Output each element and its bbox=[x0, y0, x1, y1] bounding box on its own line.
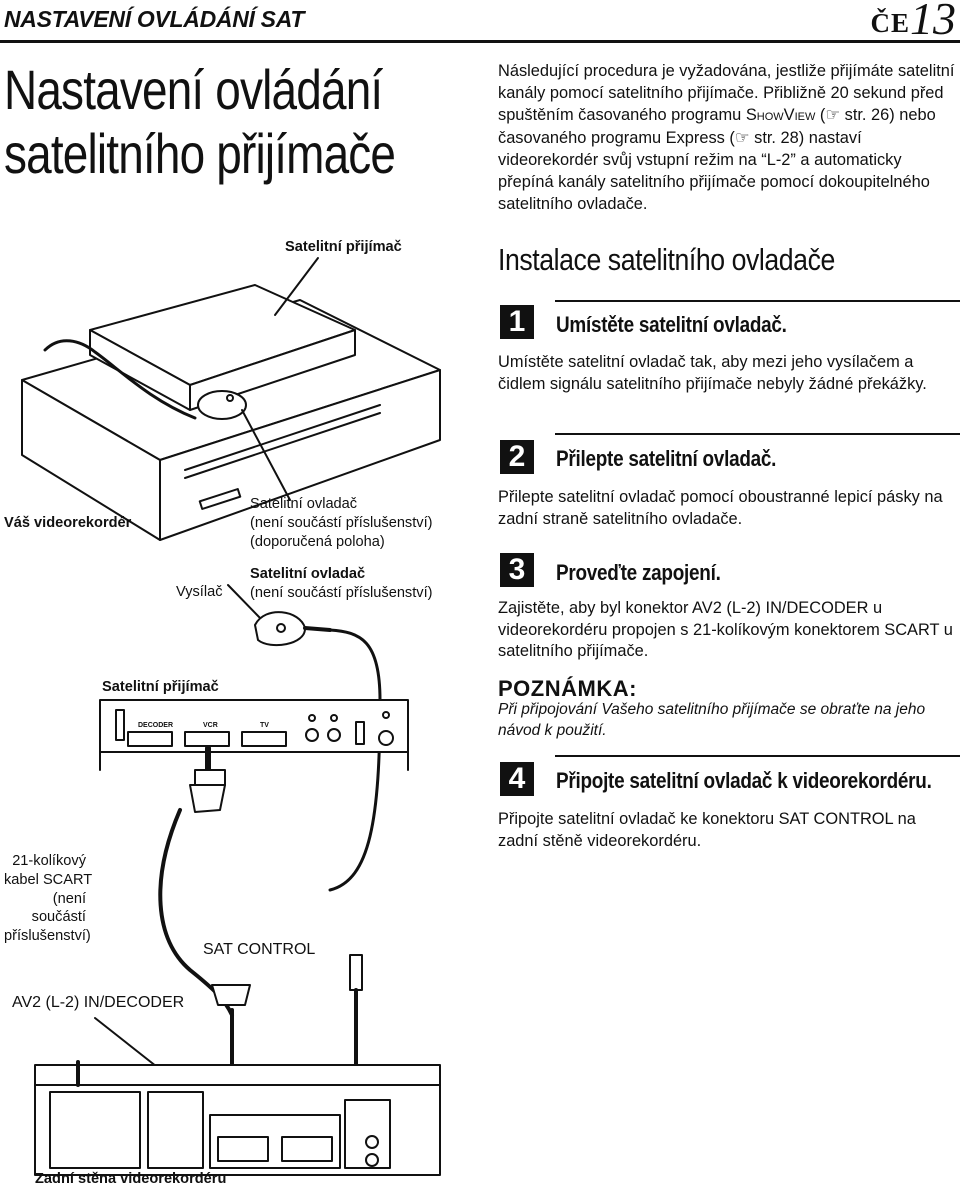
label-controller-name: Satelitní ovladač bbox=[250, 566, 366, 582]
step-4-rule bbox=[555, 755, 960, 757]
step-1-body: Umístěte satelitní ovladač tak, aby mezi… bbox=[498, 353, 927, 393]
label-av2-input: AV2 (L-2) IN/DECODER bbox=[12, 994, 185, 1011]
step-1-rule bbox=[555, 300, 960, 302]
step-2-number: 2 bbox=[500, 440, 534, 474]
step-1-title: Umístěte satelitní ovladač. bbox=[556, 312, 787, 337]
label-scart-line5: příslušenství) bbox=[4, 928, 91, 945]
step-2-rule bbox=[555, 433, 960, 435]
label-controller-recommended-line2: (není součástí příslušenství) bbox=[250, 514, 433, 531]
receiver-rear-panel bbox=[99, 699, 409, 771]
intro-paragraph: Následující procedura je vyžadována, jes… bbox=[498, 60, 958, 215]
header-rule bbox=[0, 40, 960, 43]
step-2-title: Přilepte satelitní ovladač. bbox=[556, 446, 777, 471]
label-scart-line4: součástí bbox=[31, 909, 86, 926]
page-title-line1: Nastavení ovládání bbox=[4, 58, 383, 121]
step-4-number: 4 bbox=[500, 762, 534, 796]
label-decoder-port: DECODER bbox=[138, 722, 174, 729]
note-heading: POZNÁMKA: bbox=[498, 676, 637, 701]
page-number: 13 bbox=[910, 0, 956, 44]
label-scart-cable: 21-kolíkový kabel SCART (není součástí p… bbox=[4, 852, 93, 946]
vcr-rear-panel bbox=[34, 1060, 441, 1176]
label-satellite-receiver-top: Satelitní přijímač bbox=[285, 239, 402, 255]
page-title: Nastavení ovládání satelitního přijímače bbox=[4, 58, 396, 186]
step-4-title: Připojte satelitní ovladač k videorekord… bbox=[556, 768, 932, 793]
label-sat-control: SAT CONTROL bbox=[203, 941, 316, 958]
satellite-controller-icon bbox=[254, 611, 307, 647]
intro-part1: Následující procedura je vyžadována, jes… bbox=[498, 62, 955, 125]
label-scart-line1: 21-kolíkový bbox=[12, 853, 86, 869]
label-your-vcr: Váš videorekordér bbox=[4, 515, 132, 531]
connection-diagram bbox=[21, 257, 441, 1176]
label-scart-line3: (není bbox=[52, 890, 86, 907]
step-3-number: 3 bbox=[500, 553, 534, 587]
section-heading: Instalace satelitního ovladače bbox=[498, 242, 835, 277]
language-code: ČE bbox=[870, 8, 910, 38]
label-vcr-port: VCR bbox=[203, 722, 218, 729]
showview-brand: ShowView bbox=[745, 106, 816, 125]
label-controller-note: (není součástí příslušenství) bbox=[250, 584, 433, 601]
label-controller-recommended-line3: (doporučená poloha) bbox=[250, 533, 385, 550]
label-transmitter: Vysílač bbox=[176, 584, 223, 600]
label-satellite-receiver-rear: Satelitní přijímač bbox=[102, 679, 219, 695]
note-body: Při připojování Vašeho satelitního přijí… bbox=[498, 701, 926, 739]
intro-part2: (☞ str. 26) nebo časovaného programu Exp… bbox=[498, 106, 936, 214]
label-controller-recommended: Satelitní ovladač (není součástí přísluš… bbox=[250, 495, 433, 551]
controller-mounted-icon bbox=[197, 390, 247, 420]
label-tv-port: TV bbox=[260, 722, 269, 729]
step-3-title: Proveďte zapojení. bbox=[556, 560, 721, 585]
step-2-body: Přilepte satelitní ovladač pomocí oboust… bbox=[498, 488, 943, 528]
running-header: NASTAVENÍ OVLÁDÁNÍ SAT bbox=[4, 6, 305, 32]
label-controller: Satelitní ovladač (není součástí přísluš… bbox=[250, 565, 433, 603]
page-title-line2: satelitního přijímače bbox=[4, 122, 396, 185]
label-vcr-rear: Zadní stěna videorekordéru bbox=[35, 1171, 227, 1187]
label-controller-recommended-line1: Satelitní ovladač bbox=[250, 496, 358, 512]
step-3-body: Zajistěte, aby byl konektor AV2 (L-2) IN… bbox=[498, 599, 953, 661]
label-scart-line2: kabel SCART bbox=[4, 871, 93, 888]
step-4-body: Připojte satelitní ovladač ke konektoru … bbox=[498, 810, 916, 850]
satellite-receiver-illustration bbox=[89, 284, 356, 411]
step-1-number: 1 bbox=[500, 305, 534, 339]
